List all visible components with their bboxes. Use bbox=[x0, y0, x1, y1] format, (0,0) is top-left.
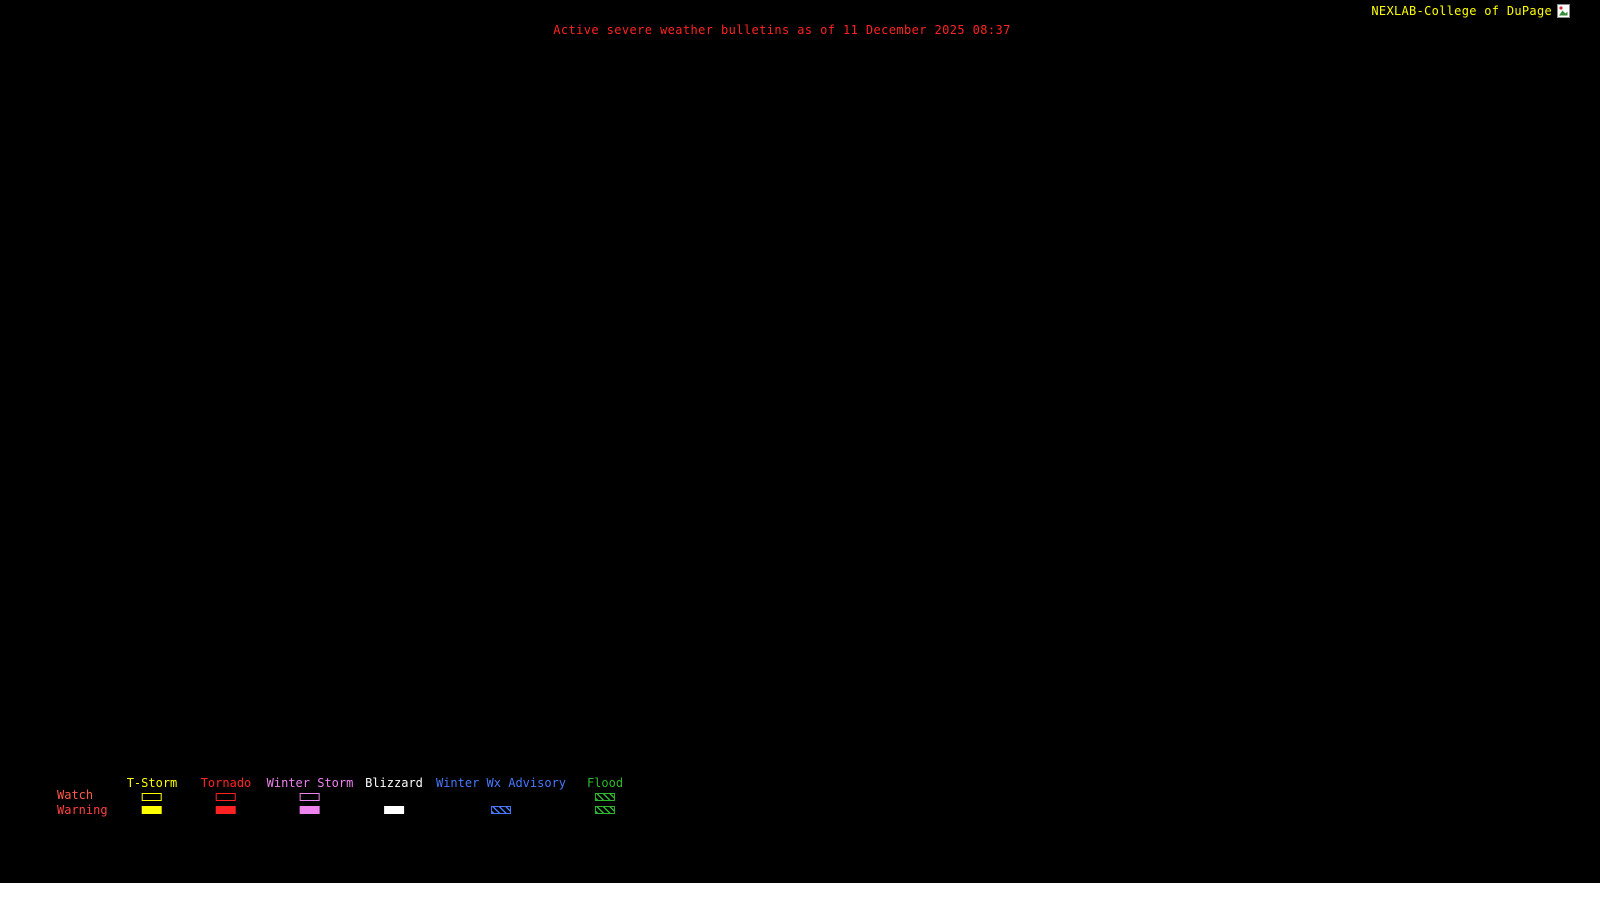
page-title: Active severe weather bulletins as of 11… bbox=[553, 23, 1011, 37]
legend-column-label: Blizzard bbox=[365, 776, 423, 790]
blizzard-warning-swatch bbox=[383, 806, 404, 814]
winter-storm-warning-swatch bbox=[299, 806, 320, 814]
legend-column-label: Winter Storm bbox=[266, 776, 354, 790]
tstorm-warning-swatch bbox=[141, 806, 162, 814]
broken-image-icon bbox=[1557, 4, 1570, 18]
legend-column-winter-wx-advisory: Winter Wx Advisory bbox=[436, 777, 566, 814]
legend-column-blizzard: Blizzard bbox=[365, 777, 423, 814]
legend-column-winter-storm: Winter Storm bbox=[266, 776, 354, 814]
page-bottom-strip bbox=[0, 883, 1600, 900]
legend-column-tornado: Tornado bbox=[200, 776, 252, 814]
legend-column-tstorm: T-Storm bbox=[126, 776, 178, 814]
tornado-watch-swatch bbox=[215, 793, 236, 801]
legend-column-flood: Flood bbox=[587, 777, 623, 814]
tornado-warning-swatch bbox=[215, 806, 236, 814]
legend-column-label: Tornado bbox=[200, 776, 252, 790]
flood-warning-swatch bbox=[595, 806, 615, 814]
brand-row: NEXLAB-College of DuPage bbox=[1371, 4, 1570, 18]
legend-column-label: Winter Wx Advisory bbox=[435, 776, 567, 790]
legend-row-label-warning: Warning bbox=[57, 803, 108, 817]
legend-column-label: Flood bbox=[586, 776, 624, 790]
tstorm-watch-swatch bbox=[141, 793, 162, 801]
legend-row-label-watch: Watch bbox=[57, 788, 94, 802]
legend: Watch Warning T-Storm Tornado Winter Sto… bbox=[0, 777, 720, 825]
winter-storm-watch-swatch bbox=[299, 793, 320, 801]
winter-wx-advisory-warning-swatch bbox=[490, 806, 511, 814]
legend-column-label: T-Storm bbox=[126, 776, 178, 790]
brand-text: NEXLAB-College of DuPage bbox=[1371, 4, 1552, 18]
flood-watch-swatch bbox=[595, 793, 615, 801]
